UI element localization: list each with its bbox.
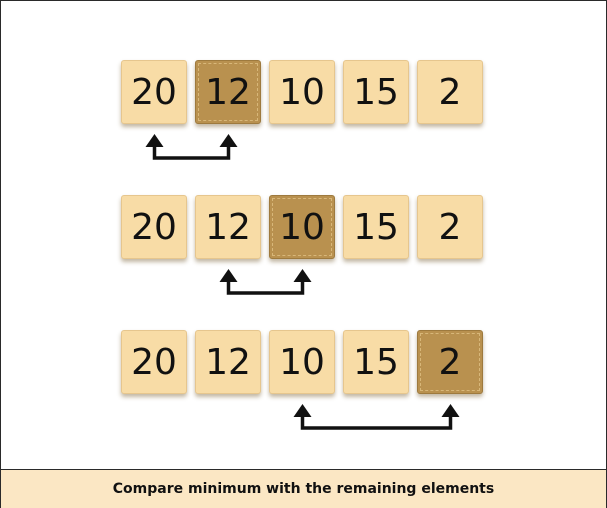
bracket-line [152,144,231,160]
array-tile: 2 [417,195,483,259]
array-tile: 10 [269,330,335,394]
compare-arrow-bracket [219,269,312,295]
array-row-step-3: 20 12 10 15 2 [121,330,483,394]
array-tile: 10 [269,60,335,124]
array-tile-current: 10 [269,195,335,259]
array-tile: 15 [343,330,409,394]
array-tile-current: 12 [195,60,261,124]
array-tile: 20 [121,60,187,124]
array-tile: 12 [195,195,261,259]
array-tile: 20 [121,330,187,394]
array-tile: 12 [195,330,261,394]
bracket-line [300,414,453,430]
arrow-up-icon [293,404,312,417]
compare-arrow-bracket [293,404,460,430]
caption-text: Compare minimum with the remaining eleme… [112,481,495,497]
array-row-step-1: 20 12 10 15 2 [121,60,483,124]
array-tile: 15 [343,195,409,259]
arrow-up-icon [441,404,460,417]
array-tile-current: 2 [417,330,483,394]
arrow-up-icon [219,269,238,282]
array-tile: 20 [121,195,187,259]
caption-bar: Compare minimum with the remaining eleme… [1,469,606,508]
array-row-step-2: 20 12 10 15 2 [121,195,483,259]
arrow-up-icon [145,134,164,147]
array-tile: 15 [343,60,409,124]
compare-arrow-bracket [145,134,238,160]
array-tile: 2 [417,60,483,124]
arrow-up-icon [293,269,312,282]
arrow-up-icon [219,134,238,147]
bracket-line [226,279,305,295]
